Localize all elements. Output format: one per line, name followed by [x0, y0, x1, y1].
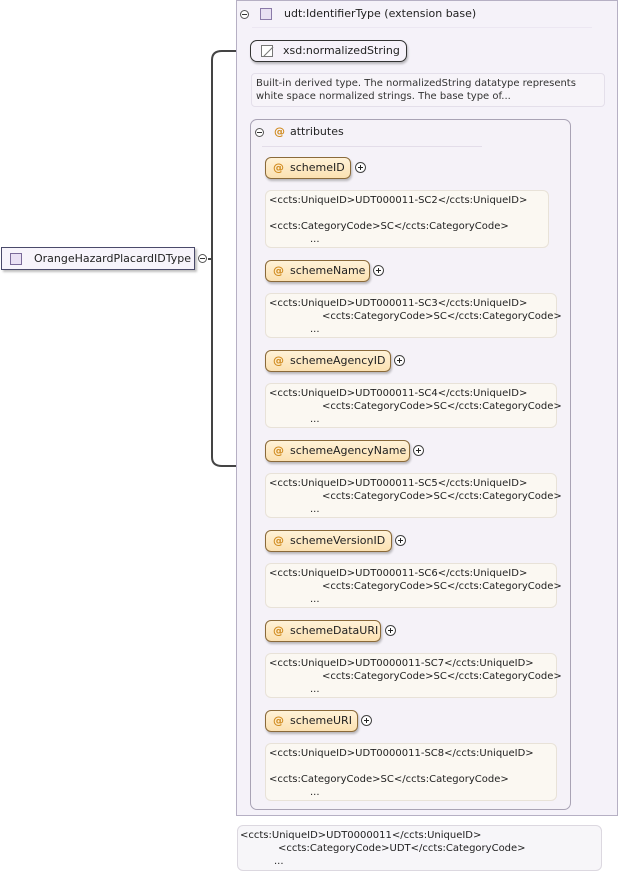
doc-line: <ccts:CategoryCode>UDT</ccts:CategoryCod…: [278, 843, 526, 854]
doc-line: <ccts:UniqueID>UDT000011-SC3</ccts:Uniqu…: [269, 298, 528, 309]
collapse-icon[interactable]: [198, 254, 207, 263]
expand-icon[interactable]: [361, 715, 372, 726]
doc-ellipsis: ...: [310, 594, 320, 605]
attribute-name: schemeID: [290, 161, 345, 174]
expand-icon[interactable]: [394, 355, 405, 366]
doc-ellipsis: ...: [310, 787, 320, 798]
divider: [252, 27, 592, 28]
attribute-documentation: <ccts:UniqueID>UDT000011-SC4</ccts:Uniqu…: [265, 383, 562, 428]
expand-icon[interactable]: [373, 265, 384, 276]
attribute-scheme-uri[interactable]: @ schemeURI: [265, 710, 358, 732]
doc-line: <ccts:CategoryCode>SC</ccts:CategoryCode…: [269, 774, 509, 785]
doc-ellipsis: ...: [310, 324, 320, 335]
base-type-pill[interactable]: xsd:normalizedString: [250, 40, 407, 62]
attribute-icon: @: [273, 444, 284, 457]
attribute-scheme-agency-name[interactable]: @ schemeAgencyName: [265, 440, 410, 462]
attribute-icon: @: [273, 624, 284, 637]
complex-type-title: udt:IdentifierType (extension base): [284, 7, 477, 20]
doc-line: <ccts:UniqueID>UDT0000011</ccts:UniqueID…: [240, 830, 482, 841]
doc-line: <ccts:CategoryCode>SC</ccts:CategoryCode…: [322, 581, 562, 592]
doc-line: <ccts:UniqueID>UDT000011-SC6</ccts:Uniqu…: [269, 568, 528, 579]
attribute-name: schemeAgencyID: [290, 354, 386, 367]
attribute-documentation: <ccts:UniqueID>UDT000011-SC3</ccts:Uniqu…: [265, 293, 562, 338]
type-documentation: <ccts:UniqueID>UDT0000011</ccts:UniqueID…: [237, 825, 602, 871]
doc-line: <ccts:UniqueID>UDT0000011-SC7</ccts:Uniq…: [269, 658, 534, 669]
doc-line: <ccts:UniqueID>UDT000011-SC2</ccts:Uniqu…: [269, 195, 528, 206]
doc-ellipsis: ...: [310, 504, 320, 515]
attribute-documentation: <ccts:UniqueID>UDT000011-SC2</ccts:Uniqu…: [265, 190, 549, 248]
root-element-label: OrangeHazardPlacardIDType: [34, 252, 191, 265]
attributes-group-title: attributes: [290, 125, 344, 138]
collapse-icon[interactable]: [240, 10, 249, 19]
attribute-scheme-agency-id[interactable]: @ schemeAgencyID: [265, 350, 391, 372]
doc-ellipsis: ...: [310, 414, 320, 425]
base-type-documentation: Built-in derived type. The normalizedStr…: [251, 73, 605, 107]
doc-line: <ccts:CategoryCode>SC</ccts:CategoryCode…: [322, 401, 562, 412]
doc-line: <ccts:CategoryCode>SC</ccts:CategoryCode…: [322, 311, 562, 322]
complex-type-icon: [260, 8, 272, 20]
doc-line: <ccts:UniqueID>UDT000011-SC4</ccts:Uniqu…: [269, 388, 528, 399]
base-type-label: xsd:normalizedString: [283, 44, 400, 57]
doc-line: <ccts:UniqueID>UDT000011-SC5</ccts:Uniqu…: [269, 478, 528, 489]
simple-type-icon: [261, 45, 273, 57]
root-element-box[interactable]: OrangeHazardPlacardIDType: [1, 247, 195, 270]
attribute-name: schemeVersionID: [290, 534, 386, 547]
expand-icon[interactable]: [355, 162, 366, 173]
attribute-name: schemeDataURI: [290, 624, 379, 637]
attribute-documentation: <ccts:UniqueID>UDT0000011-SC8</ccts:Uniq…: [265, 743, 557, 801]
attribute-icon: @: [274, 125, 285, 138]
attribute-scheme-data-uri[interactable]: @ schemeDataURI: [265, 620, 381, 642]
attribute-documentation: <ccts:UniqueID>UDT000011-SC5</ccts:Uniqu…: [265, 473, 562, 518]
collapse-icon[interactable]: [255, 128, 264, 137]
attribute-scheme-name[interactable]: @ schemeName: [265, 260, 370, 282]
expand-icon[interactable]: [395, 535, 406, 546]
divider: [262, 146, 482, 147]
doc-line: <ccts:CategoryCode>SC</ccts:CategoryCode…: [322, 671, 562, 682]
element-icon: [10, 253, 22, 265]
attribute-icon: @: [273, 714, 284, 727]
expand-icon[interactable]: [413, 445, 424, 456]
attribute-icon: @: [273, 534, 284, 547]
attribute-documentation: <ccts:UniqueID>UDT0000011-SC7</ccts:Uniq…: [265, 653, 562, 698]
doc-line: <ccts:CategoryCode>SC</ccts:CategoryCode…: [269, 221, 509, 232]
attribute-icon: @: [273, 264, 284, 277]
expand-icon[interactable]: [385, 625, 396, 636]
doc-line: <ccts:UniqueID>UDT0000011-SC8</ccts:Uniq…: [269, 748, 534, 759]
attribute-name: schemeAgencyName: [290, 444, 407, 457]
attribute-name: schemeURI: [290, 714, 352, 727]
attribute-icon: @: [273, 354, 284, 367]
attribute-documentation: <ccts:UniqueID>UDT000011-SC6</ccts:Uniqu…: [265, 563, 562, 608]
attribute-scheme-id[interactable]: @ schemeID: [265, 157, 351, 179]
attribute-name: schemeName: [290, 264, 366, 277]
doc-line: <ccts:CategoryCode>SC</ccts:CategoryCode…: [322, 491, 562, 502]
doc-ellipsis: ...: [310, 234, 320, 245]
attribute-icon: @: [273, 161, 284, 174]
doc-ellipsis: ...: [274, 856, 284, 867]
doc-ellipsis: ...: [310, 684, 320, 695]
attribute-scheme-version-id[interactable]: @ schemeVersionID: [265, 530, 392, 552]
